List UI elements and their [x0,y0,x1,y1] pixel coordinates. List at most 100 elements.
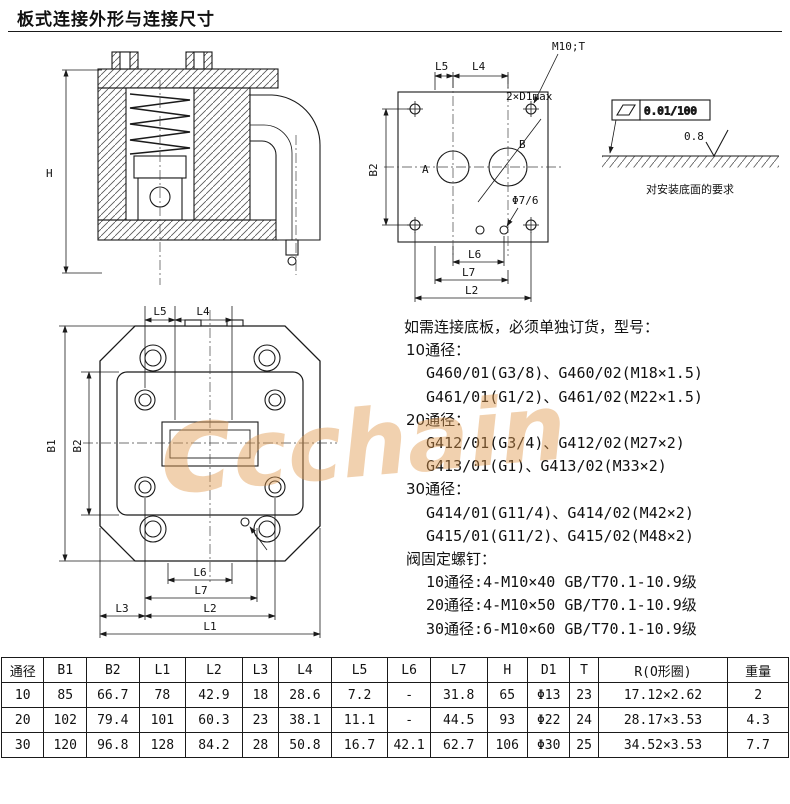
table-cell: 65 [486,682,528,708]
screw-spec-line: 10通径:4-M10×40 GB/T70.1-10.9级 [426,573,697,592]
port-dia-callout: 2×D1max [506,90,553,103]
dim-label-l7: L7 [194,584,207,597]
table-cell: 7.7 [727,732,789,758]
dim-label-b1: B1 [45,439,58,452]
ordering-model-line: G414/01(G11/4)、G414/02(M42×2) [426,503,694,522]
dim-label-l4: L4 [472,60,486,73]
table-cell: 34.52×3.53 [597,732,729,758]
screw-spec-line: 20通径:4-M10×50 GB/T70.1-10.9级 [426,596,697,615]
table-cell: 84.2 [185,732,243,758]
table-cell: 106 [486,732,528,758]
ordering-model-line: G412/01(G3/4)、G412/02(M27×2) [426,434,685,453]
table-header-cell: L1 [138,657,187,683]
table-cell: 78 [138,682,187,708]
body-bolt-hole [134,389,156,411]
table-cell: 38.1 [278,707,332,733]
dim-label-l6: L6 [468,248,481,261]
dim-label-h: H [46,167,53,180]
ordering-info: 如需连接底板，必须单独订货，型号： 10通径： G460/01(G3/8)、G4… [404,316,790,641]
ear-bolt-hole [139,515,167,543]
mounting-surface: 0.8 [602,129,779,168]
ear-bolt-hole [253,344,281,372]
table-cell: 28.6 [278,682,332,708]
table-cell: 42.9 [185,682,243,708]
title-underline [8,31,782,32]
spring [129,93,191,155]
table-cell: 42.1 [387,732,431,758]
table-header-cell: L4 [278,657,332,683]
surface-requirement-drawing: 0.01/100 0.8 对安装底面的要求 [602,99,779,196]
table-header-cell: L2 [185,657,243,683]
table-cell: 66.7 [85,682,140,708]
table-cell: 18 [241,682,280,708]
table-cell: 10 [0,682,45,708]
table-header-cell: L5 [330,657,389,683]
h-dimension: H [46,69,102,274]
flatness-value: 0.01/100 [644,105,697,118]
table-header-cell: 通径 [0,657,45,683]
table-header-cell: 重量 [727,657,789,683]
page-title: 板式连接外形与连接尺寸 [17,10,215,30]
table-cell: 50.8 [278,732,332,758]
table-cell: 4.3 [727,707,789,733]
port-a-label: A [422,163,429,176]
ordering-model-line: G460/01(G3/8)、G460/02(M18×1.5) [426,364,703,383]
thread-callout: M10;T [552,40,585,53]
table-cell: 20 [0,707,45,733]
plate-dimensions: L5 L4 M10;T 2×D1max A B B2 Φ7/6 L6 L7 [367,40,585,302]
table-cell: 25 [569,732,599,758]
table-cell: 17.12×2.62 [597,682,729,708]
surface-caption: 对安装底面的要求 [646,182,734,196]
screw-spec-line: 30通径:6-M10×60 GB/T70.1-10.9级 [426,619,697,638]
table-cell: 24 [569,707,599,733]
table-cell: 16.7 [330,732,389,758]
flatness-frame: 0.01/100 [608,99,711,154]
table-cell: 11.1 [330,707,389,733]
table-header-cell: L6 [387,657,431,683]
table-cell: 102 [43,707,87,733]
roughness-value: 0.8 [684,130,704,143]
table-cell: 2 [727,682,789,708]
table-cell: 62.7 [429,732,488,758]
dim-label-l3: L3 [115,602,128,615]
table-cell: 85 [43,682,87,708]
table-header-cell: B1 [43,657,87,683]
dim-label-b2: B2 [367,163,380,176]
pilot-hole [499,225,509,235]
table-header-cell: D1 [526,657,571,683]
dim-label-l5: L5 [153,305,166,318]
body-bolt-hole [134,476,156,498]
table-header-cell: B2 [85,657,140,683]
fixing-screws-heading: 阀固定螺钉： [406,550,497,569]
dim-label-l7: L7 [462,266,475,279]
table-cell: 28 [241,732,280,758]
table-cell: 93 [486,707,528,733]
table-header-cell: H [486,657,528,683]
table-cell: Φ30 [526,732,571,758]
table-header-cell: L7 [429,657,488,683]
flatness-symbol-icon [616,104,636,116]
table-cell: 79.4 [85,707,140,733]
table-cell: 23 [241,707,280,733]
body-bolt-hole [264,389,286,411]
plate-face-drawing: L5 L4 M10;T 2×D1max A B B2 Φ7/6 L6 L7 [367,40,585,302]
table-header-cell: L3 [241,657,280,683]
bottom-view-drawing: B1 B2 L5 L4 L6 L7 L3 L2 [45,305,337,638]
ordering-intro: 如需连接底板，必须单独订货，型号： [404,318,660,336]
table-cell: 120 [43,732,87,758]
ordering-model-line: G413/01(G1)、G413/02(M33×2) [426,457,667,476]
table-cell: 23 [569,682,599,708]
dim-label-l2: L2 [203,602,216,615]
roughness-symbol-icon [705,129,729,158]
table-cell: Φ13 [526,682,571,708]
valve-body-section [97,51,321,266]
body-bolt-hole [264,476,286,498]
bottom-view-dimensions: B1 B2 L5 L4 L6 L7 L3 L2 [45,305,321,638]
dim-label-l6: L6 [193,566,206,579]
